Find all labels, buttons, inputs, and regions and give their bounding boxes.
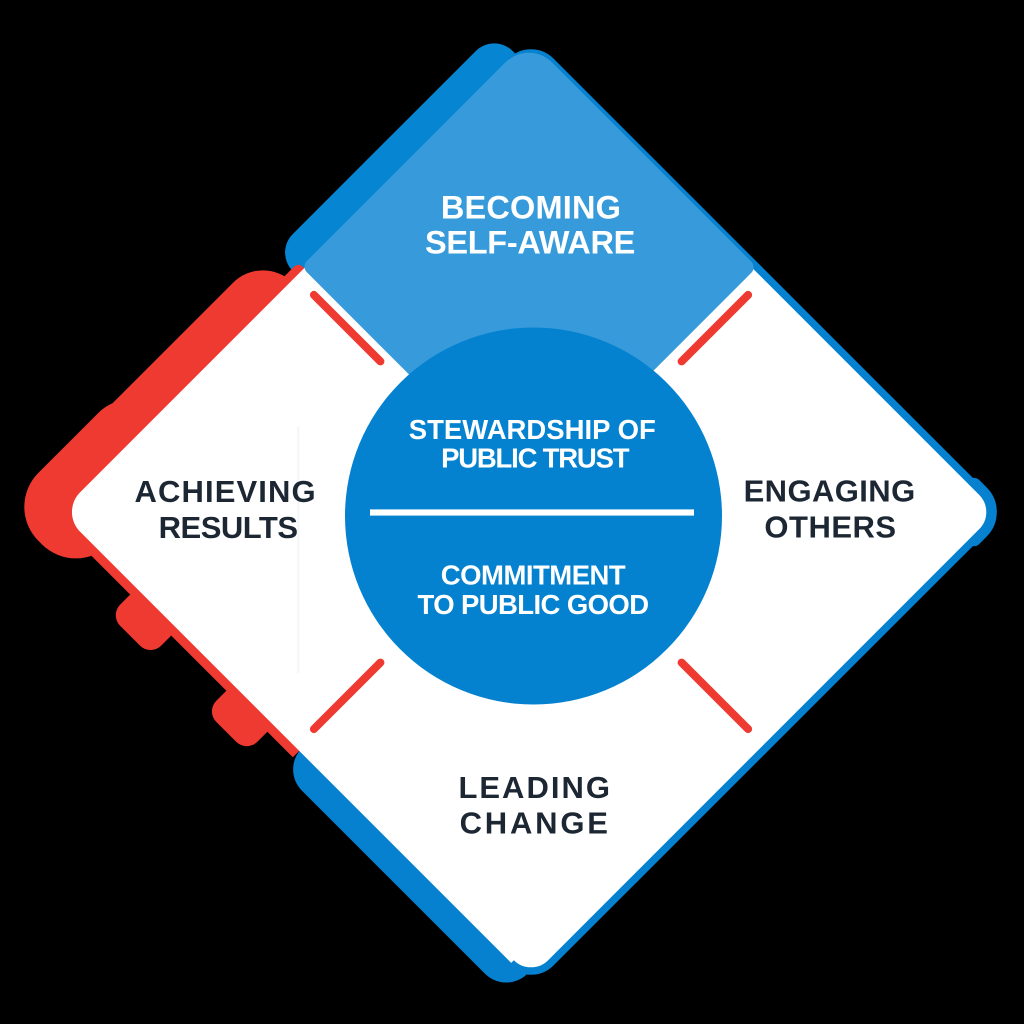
svg-text:RESULTS: RESULTS <box>159 510 298 545</box>
svg-text:BECOMING: BECOMING <box>441 190 621 226</box>
svg-text:STEWARDSHIP OF: STEWARDSHIP OF <box>409 414 656 445</box>
svg-text:OTHERS: OTHERS <box>764 509 896 544</box>
svg-text:TO PUBLIC GOOD: TO PUBLIC GOOD <box>418 589 649 620</box>
svg-text:LEADING: LEADING <box>458 770 612 805</box>
svg-text:COMMITMENT: COMMITMENT <box>441 560 626 591</box>
svg-text:CHANGE: CHANGE <box>460 805 611 840</box>
svg-text:ACHIEVING: ACHIEVING <box>135 474 317 509</box>
svg-text:PUBLIC TRUST: PUBLIC TRUST <box>441 442 630 473</box>
svg-text:ENGAGING: ENGAGING <box>744 473 916 508</box>
svg-text:SELF-AWARE: SELF-AWARE <box>425 225 635 261</box>
